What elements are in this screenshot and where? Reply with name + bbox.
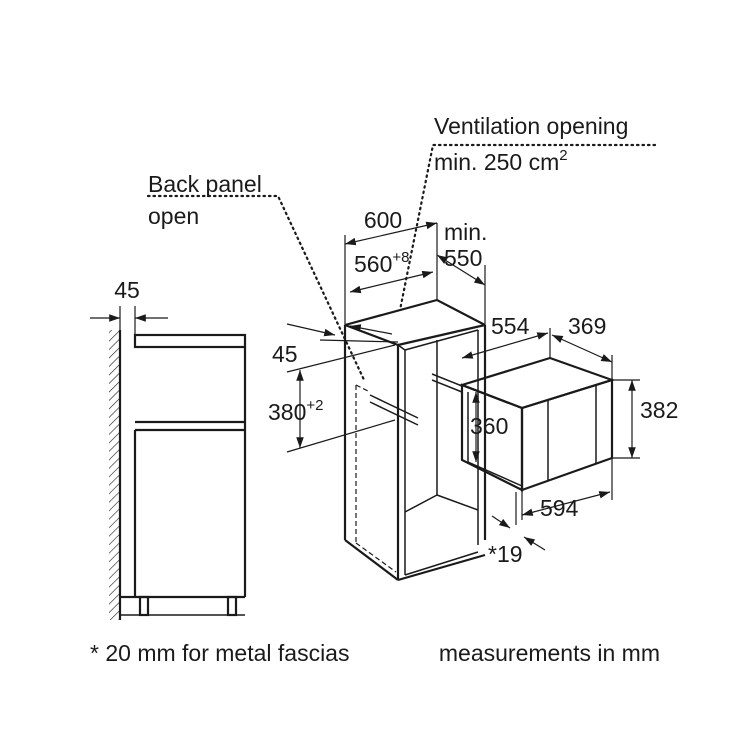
cabinet-housing: [343, 298, 487, 582]
d45-side-line-b: [349, 324, 393, 335]
back-panel-leader: [146, 194, 367, 384]
dimension-560-tolerance: +8: [392, 249, 409, 266]
footnote-metal-fascias: * 20 mm for metal fascias: [90, 640, 349, 666]
d45-side-ext: [319, 339, 399, 343]
dimension-45-top: 45: [114, 277, 140, 303]
dimension-600: 600: [364, 207, 402, 233]
d369-line: [551, 334, 613, 363]
d560-line: [349, 270, 434, 294]
dimension-380-value: 380: [268, 399, 306, 425]
cabinet-bottom-front: [397, 553, 486, 582]
dimension-550: 550: [444, 245, 482, 271]
cabinet-top-back-edge: [344, 298, 486, 327]
d19-line-b: [523, 536, 546, 551]
d550-line: [436, 254, 486, 286]
ventilation-label: Ventilation opening: [434, 113, 628, 139]
back-panel-dash-bottom: [355, 542, 397, 573]
d600-line: [344, 221, 438, 246]
ventilation-area-value: min. 250 cm: [434, 149, 559, 175]
dimension-360: 360: [470, 413, 508, 439]
cabinet-inner-floor: [404, 551, 479, 576]
d554-line: [461, 332, 549, 359]
side-worktop: [133, 333, 247, 349]
side-foot-right: [226, 595, 238, 617]
dimension-19: *19: [488, 541, 523, 567]
cabinet-inner-bottom-diag2: [436, 494, 479, 511]
back-panel-open-label: open: [148, 203, 199, 229]
cabinet-left-bottom: [344, 539, 399, 581]
cabinet-top-right-edge: [397, 323, 486, 347]
d380-ext-top: [286, 344, 396, 373]
cabinet-inner-back-top: [397, 344, 406, 351]
back-panel-label: Back panel: [148, 171, 262, 197]
back-panel-dash-top: [355, 384, 371, 393]
shelf-rail-left: [369, 394, 419, 419]
ventilation-leader: [398, 143, 657, 312]
shelf-rail-right: [431, 373, 463, 387]
wall-hatch: [109, 330, 120, 620]
dimension-380-tolerance: +2: [306, 397, 323, 414]
d380-ext-bottom: [286, 419, 396, 453]
dimension-554: 554: [491, 313, 530, 339]
d19-line-a: [491, 515, 511, 529]
d45-side-line-a: [286, 323, 336, 337]
appliance-frame: [467, 392, 523, 487]
d594-line: [521, 491, 611, 516]
dimension-lines: [286, 221, 640, 551]
side-view: 45: [90, 277, 247, 620]
dimension-594: 594: [540, 495, 579, 521]
cabinet-inner-bottom-diag: [404, 494, 438, 513]
dimension-369: 369: [568, 313, 606, 339]
dimension-380: 380+2: [268, 397, 323, 425]
dimension-min-label: min.: [444, 219, 487, 245]
appliance-side: [520, 378, 614, 492]
shelf-rail-right-2: [431, 379, 463, 393]
ventilation-area-exponent: 2: [559, 147, 567, 164]
dimension-560: 560+8: [354, 249, 409, 277]
side-foot-left: [138, 595, 150, 617]
shelf-rail-left-2: [369, 401, 419, 426]
dimension-382: 382: [640, 397, 678, 423]
dimension-45-side: 45: [272, 341, 298, 367]
ventilation-area: min. 250 cm2: [434, 147, 568, 175]
measurements-note: measurements in mm: [439, 640, 660, 666]
dimension-560-value: 560: [354, 251, 392, 277]
